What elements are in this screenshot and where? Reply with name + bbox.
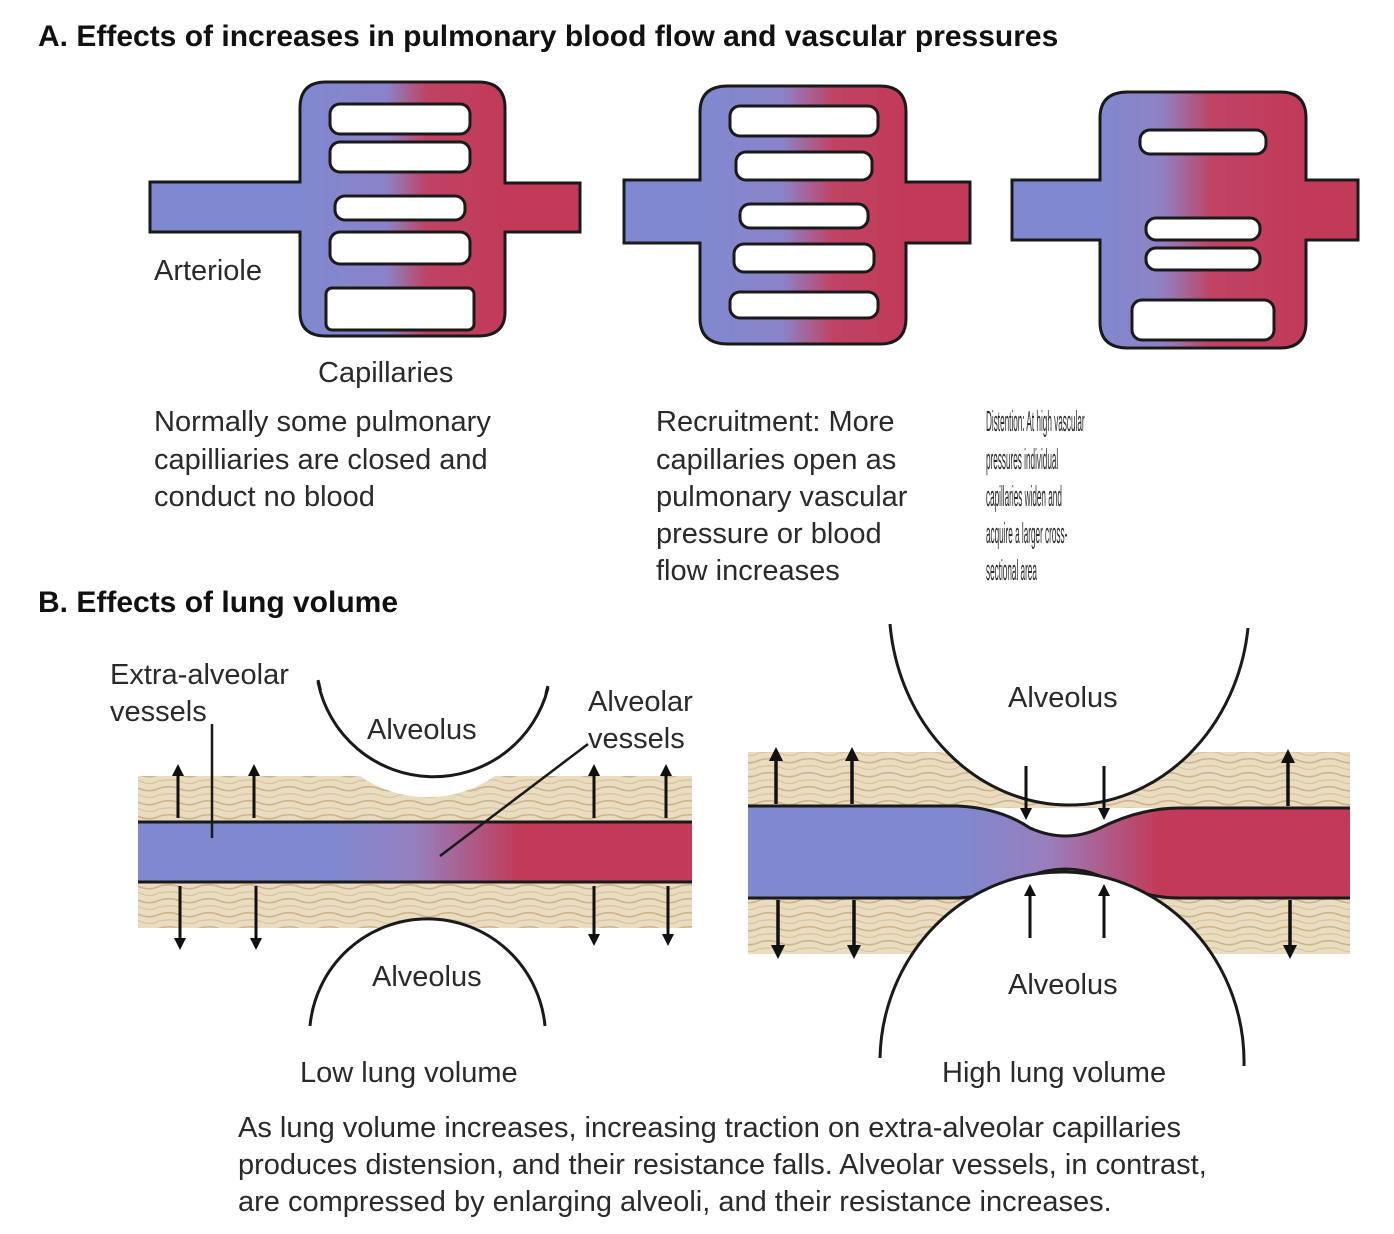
alveolus-label: Alveolus: [367, 714, 477, 746]
extra-alveolar-label: Extra-alveolar vessels: [110, 659, 297, 728]
summary-text: As lung volume increases, increasing tra…: [238, 1112, 1215, 1218]
panel-2-caption-line: pulmonary vascular: [656, 481, 908, 513]
alveolar-vessels-label-line: vessels: [588, 723, 685, 755]
panel-3-caption-line: Distention: At high vascular: [986, 406, 1085, 438]
alveolus-top-outline: [888, 623, 1250, 807]
capillary-bed-recruitment: [622, 84, 972, 346]
vessel-high-volume: [748, 806, 1350, 898]
alveolus-label: Alveolus: [1008, 682, 1118, 714]
panel-2-caption-line: flow increases: [656, 555, 840, 587]
panel-1-caption-line: conduct no blood: [154, 481, 375, 513]
extra-alveolar-label-line: Extra-alveolar: [110, 659, 289, 691]
vessel-low-volume: [138, 822, 692, 882]
arteriole-label: Arteriole: [154, 255, 262, 287]
low-volume-diagram: [138, 679, 692, 1027]
high-volume-diagram: [748, 623, 1350, 1067]
panel-1-caption-line: Normally some pulmonary: [154, 406, 491, 438]
alveolar-vessels-label: Alveolar vessels: [588, 686, 701, 755]
low-volume-caption: Low lung volume: [300, 1057, 518, 1089]
capillary-bed-normal: [148, 80, 582, 338]
summary-line: are compressed by enlarging alveoli, and…: [238, 1186, 1112, 1218]
panel-1-caption-line: capilliaries are closed and: [154, 444, 488, 476]
panel-2-caption: Recruitment: More capillaries open as pu…: [656, 406, 916, 587]
high-volume-caption: High lung volume: [942, 1057, 1166, 1089]
panel-2-caption-line: Recruitment: More: [656, 406, 895, 438]
panel-3-caption-line: sectional area: [986, 555, 1037, 587]
capillaries-label: Capillaries: [318, 357, 453, 389]
panel-3-caption: Distention: At high vascular pressures i…: [986, 406, 1087, 587]
alveolus-bottom-outline: [878, 870, 1246, 1067]
capillary-bed-distention: [1010, 90, 1360, 350]
panel-3-caption-line: capillaries widen and: [986, 481, 1062, 513]
summary-line: produces distension, and their resistanc…: [238, 1149, 1207, 1181]
alveolus-label: Alveolus: [372, 961, 482, 993]
section-b-title: B. Effects of lung volume: [38, 586, 398, 619]
panel-2-caption-line: pressure or blood: [656, 518, 882, 550]
panel-1-caption: Normally some pulmonary capilliaries are…: [154, 406, 499, 513]
panel-3-caption-line: pressures individual: [986, 444, 1058, 476]
panel-2-caption-line: capillaries open as: [656, 444, 896, 476]
panel-3-caption-line: acquire a larger cross-: [986, 518, 1067, 550]
summary-line: As lung volume increases, increasing tra…: [238, 1112, 1181, 1144]
extra-alveolar-label-line: vessels: [110, 696, 207, 728]
section-a-title: A. Effects of increases in pulmonary blo…: [38, 20, 1058, 53]
alveolus-bottom-outline: [308, 917, 547, 1027]
alveolar-vessels-label-line: Alveolar: [588, 686, 693, 718]
alveolus-label: Alveolus: [1008, 969, 1118, 1001]
